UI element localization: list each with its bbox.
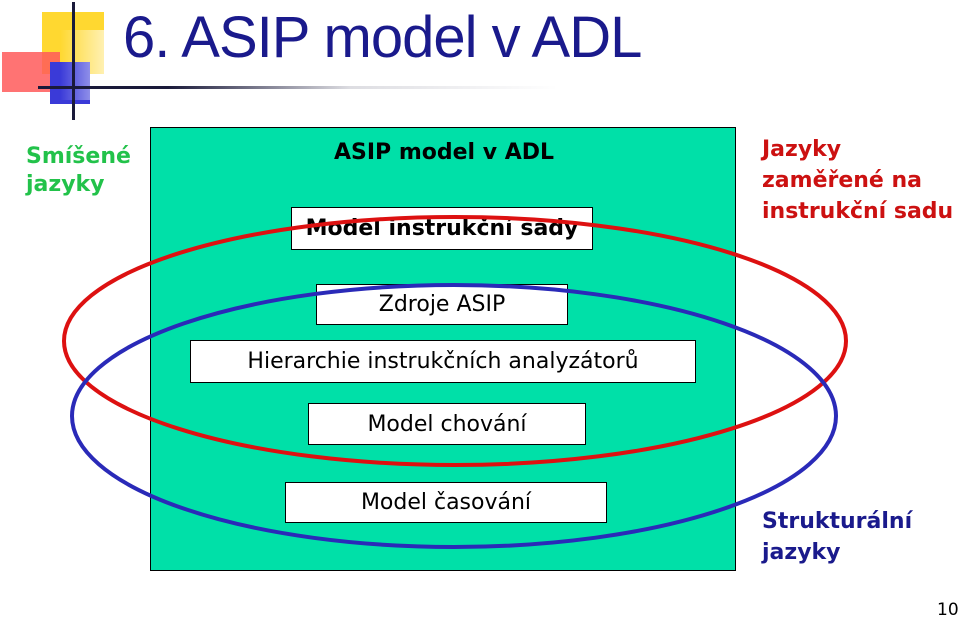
timing-model-box: Model časování [285,482,607,523]
mixed-languages-line-1: Smíšené [26,144,131,169]
structural-languages-label: Strukturální jazyky [762,506,912,568]
behavior-model-box: Model chování [308,403,586,445]
logo-vertical-line [72,2,75,120]
slide-title: 6. ASIP model v ADL [123,5,642,70]
instruction-set-languages-line-2: zaměřené na [762,168,923,193]
structural-languages-line-2: jazyky [762,540,841,565]
asip-resources-box: Zdroje ASIP [316,284,568,325]
instruction-set-model-box: Model instrukční sady [291,207,593,250]
title-underline [38,86,558,89]
logo-fade [60,30,130,100]
analyzer-hierarchy-box: Hierarchie instrukčních analyzátorů [190,340,696,383]
mixed-languages-label: Smíšené jazyky [26,143,131,199]
instruction-set-languages-line-1: Jazyky [762,137,842,162]
instruction-set-languages-label: Jazyky zaměřené na instrukční sadu [762,134,953,227]
instruction-set-languages-line-3: instrukční sadu [762,199,954,224]
page-number: 10 [937,600,959,620]
panel-heading: ASIP model v ADL [334,140,555,165]
structural-languages-line-1: Strukturální [762,509,913,534]
mixed-languages-line-2: jazyky [26,172,105,197]
